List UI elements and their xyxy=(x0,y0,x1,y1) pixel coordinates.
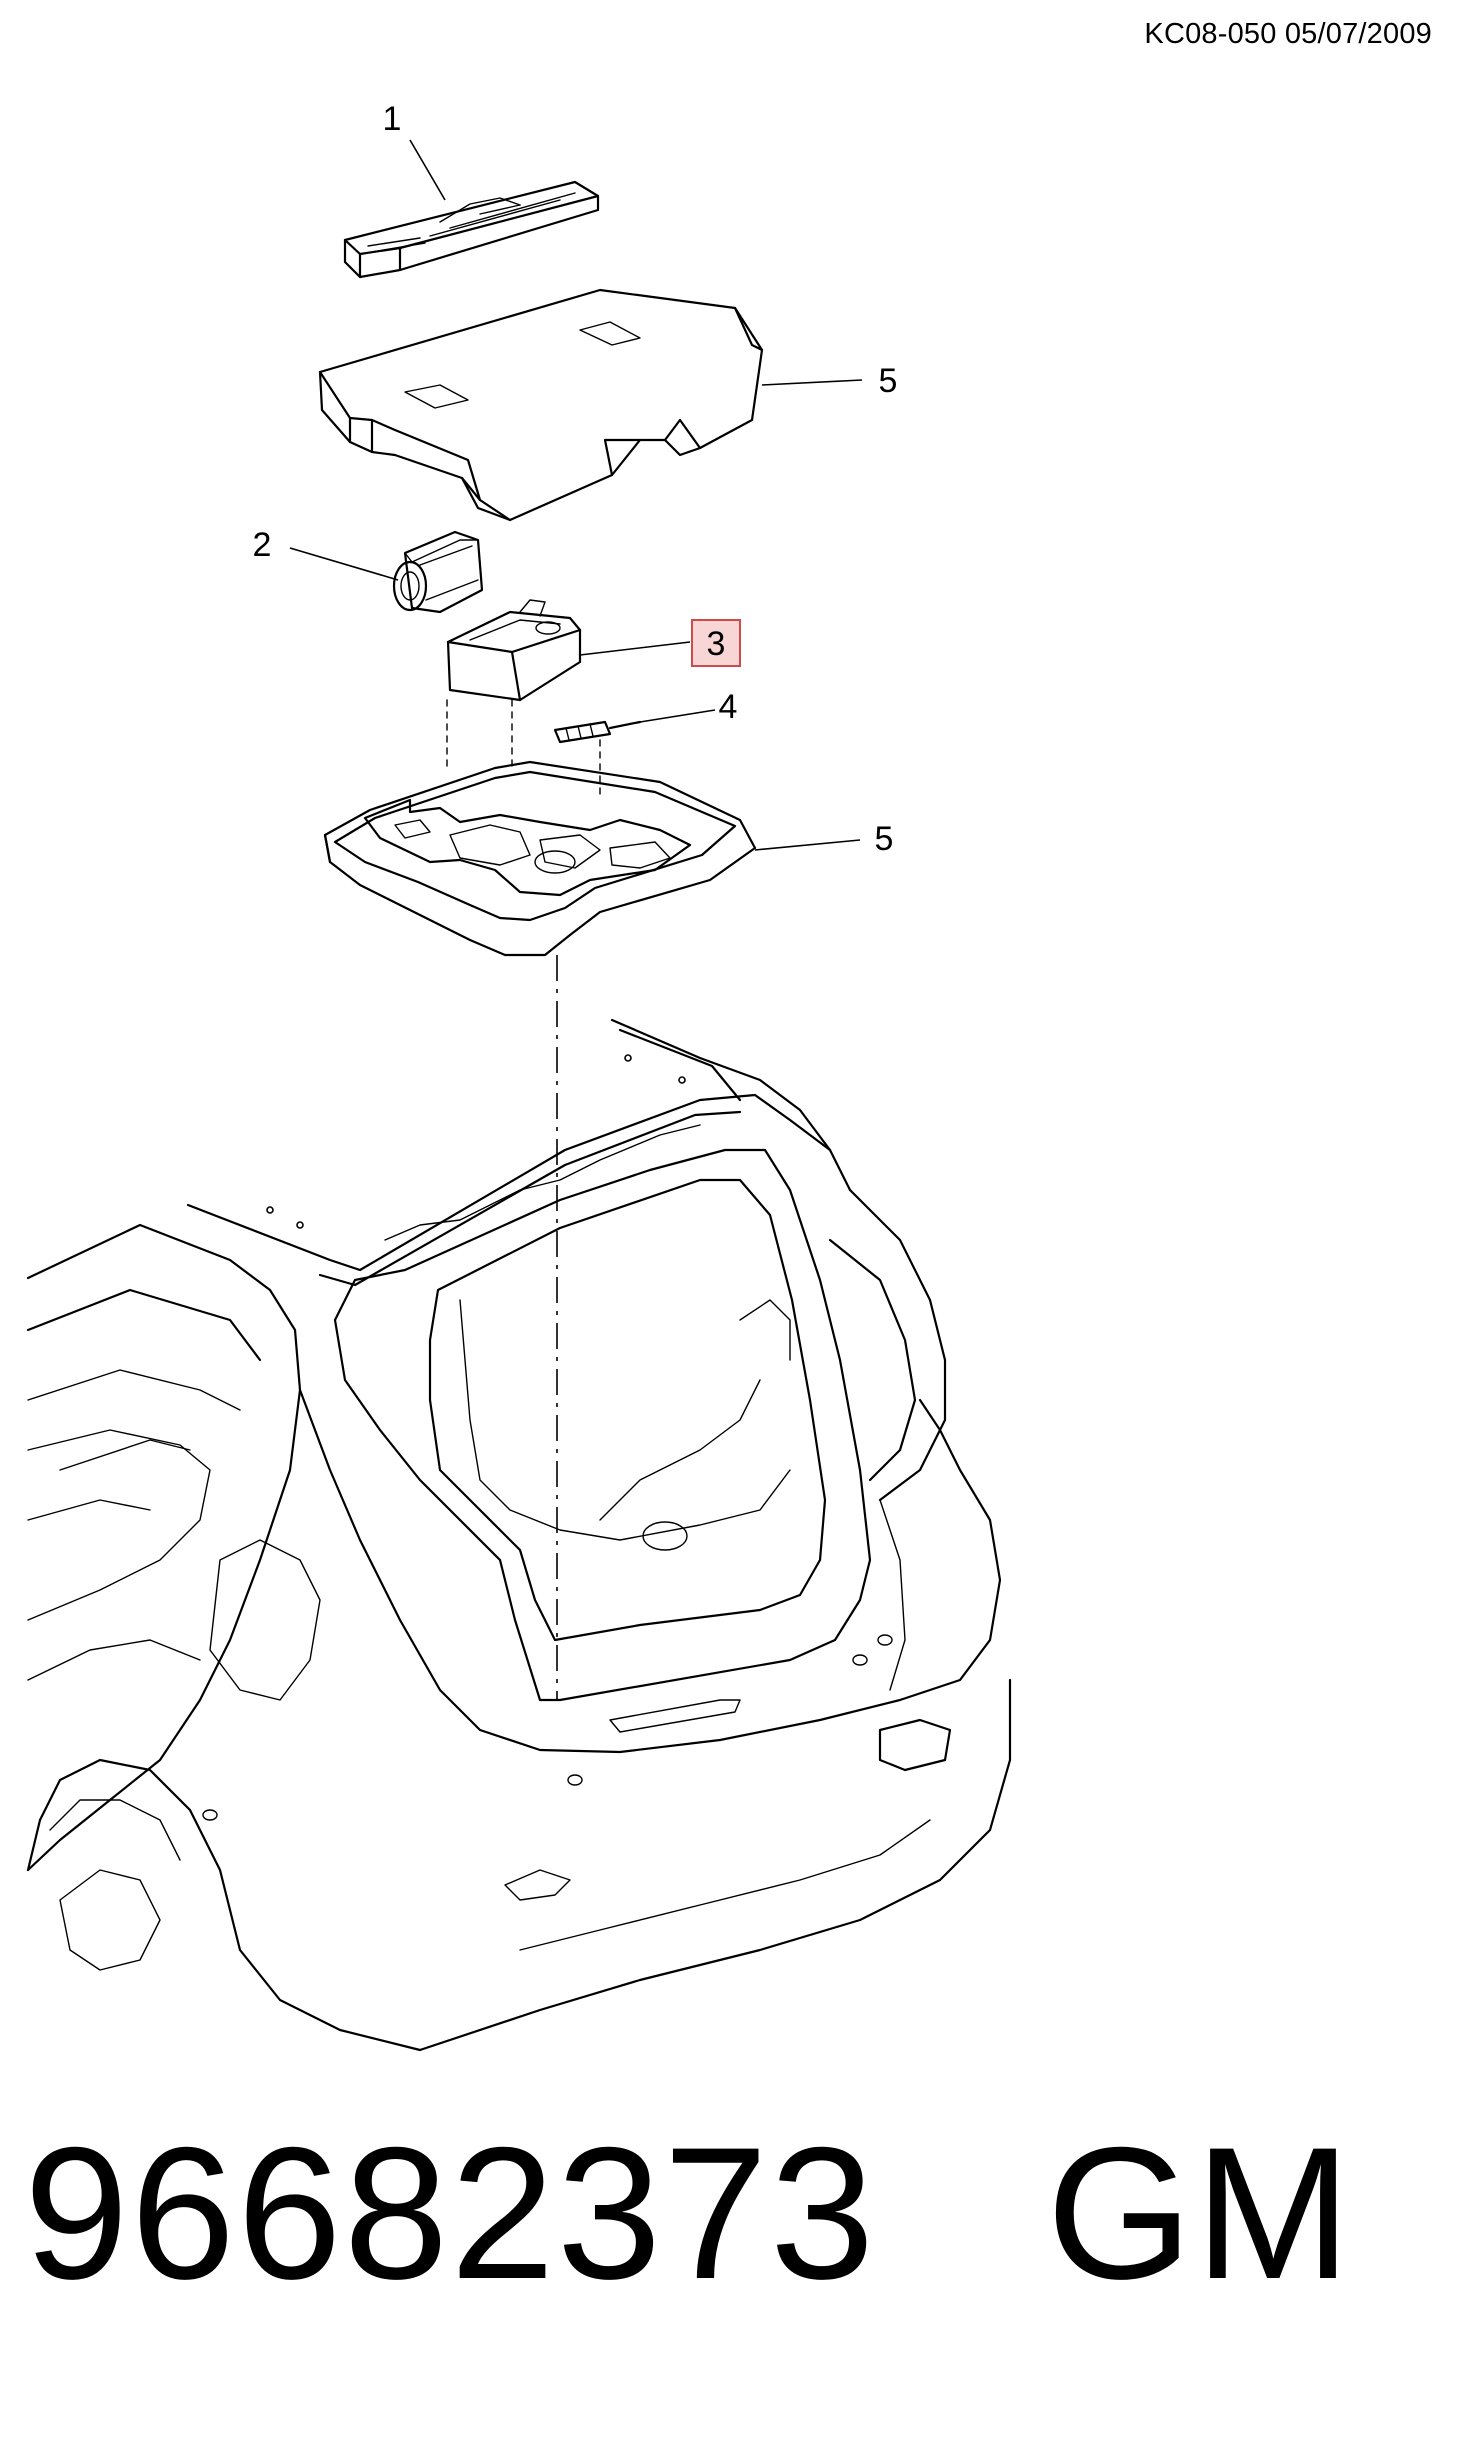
exploded-parts-diagram: 1 5 2 3 4 5 xyxy=(26,100,1012,2052)
part-5-lower-foam-tray xyxy=(323,760,757,957)
part-1-tool-pouch xyxy=(343,180,600,279)
document-id: KC08-050 05/07/2009 xyxy=(1144,18,1432,50)
part-number-footer: 96682373 GM xyxy=(24,2105,1353,2321)
callout-3-highlight-box xyxy=(691,619,741,667)
callout-4: 4 xyxy=(719,688,738,726)
part-number: 96682373 xyxy=(24,2108,877,2318)
part-3-sealant-kit xyxy=(446,599,582,702)
part-2-compressor xyxy=(392,530,484,614)
vehicle-rear-body xyxy=(26,1018,1012,2052)
callout-5-lower: 5 xyxy=(875,820,894,858)
brand-label: GM xyxy=(1046,2108,1354,2318)
callout-1: 1 xyxy=(383,100,402,138)
callout-5-upper: 5 xyxy=(879,362,898,400)
part-5-upper-foam-cover xyxy=(318,288,764,522)
callout-2: 2 xyxy=(253,526,272,564)
callout-3: 3 xyxy=(707,625,726,663)
part-4-valve-tool xyxy=(553,720,642,744)
